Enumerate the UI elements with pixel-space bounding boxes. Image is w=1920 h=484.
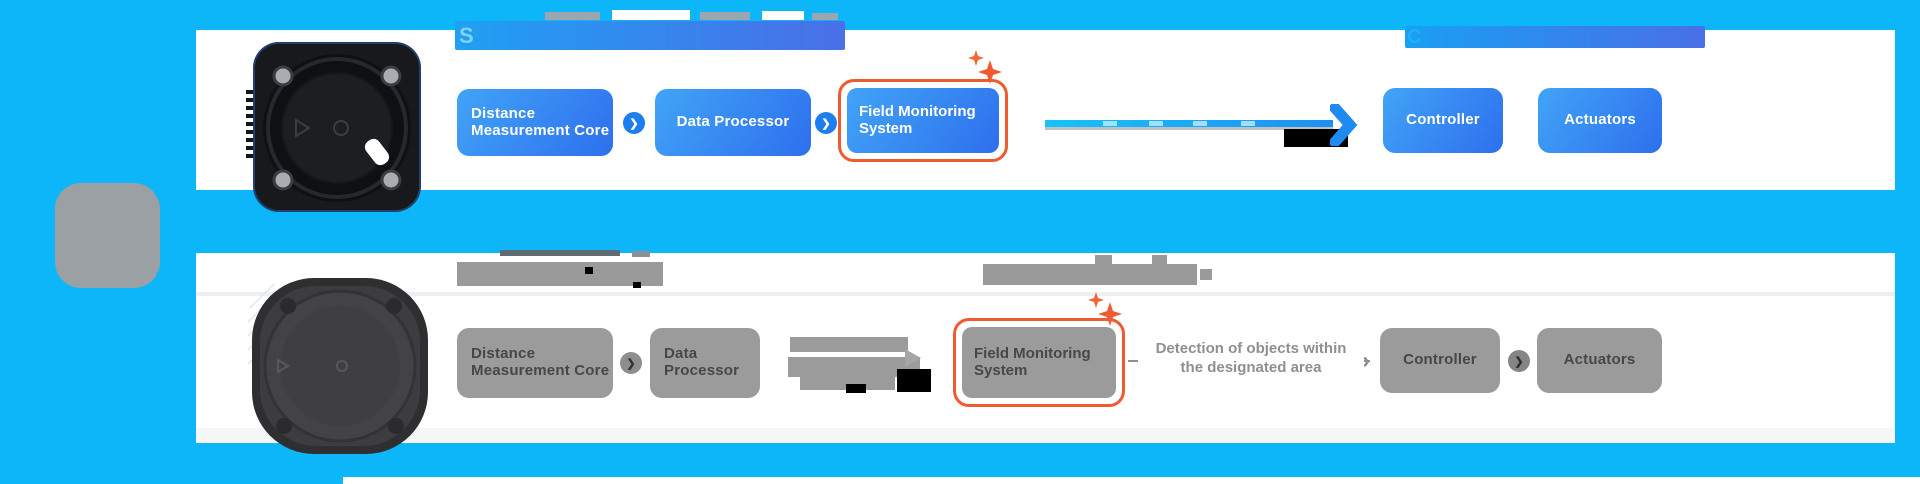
flow-node-actuators-top: Actuators <box>1538 88 1662 153</box>
center-dot <box>336 360 348 372</box>
node-label: Field Monitoring System <box>859 102 976 137</box>
bottom-edge-strip <box>343 477 1920 484</box>
title-fragment: C <box>1407 26 1422 48</box>
lidar-device-photo-bottom <box>247 278 428 454</box>
blurred-arrow-top <box>1045 120 1333 130</box>
title-fragment: S <box>459 23 474 48</box>
chevron-right-icon: ❯ <box>620 352 642 374</box>
blur-artifact <box>545 12 600 20</box>
flow-node-controller-bottom: Controller <box>1380 328 1500 393</box>
blur-artifact <box>632 251 650 257</box>
node-label: Controller <box>1406 111 1480 129</box>
corner-screws <box>276 298 404 434</box>
blur-artifact <box>1095 255 1112 264</box>
flow-node-data-processor-bottom: Data Processor <box>650 328 760 398</box>
blur-artifact <box>812 13 838 20</box>
node-label: Data Processor <box>664 345 740 379</box>
triangle-mark <box>277 358 290 374</box>
heatsink-fins <box>246 90 256 158</box>
bottom-left-title-redacted <box>457 262 663 286</box>
flow-node-field-monitoring-bottom: Field Monitoring System <box>953 318 1125 407</box>
corner-screws <box>272 65 402 191</box>
node-label: Distance Measurement Core <box>471 345 610 379</box>
chevron-right-icon: ❯ <box>1508 350 1530 372</box>
flow-node-field-monitoring-top: Field Monitoring System <box>838 79 1008 162</box>
chevron-right-icon: ❯ <box>623 112 645 134</box>
blur-artifact <box>500 250 620 256</box>
blur-artifact <box>1200 269 1212 280</box>
lidar-device-photo-top <box>246 42 421 212</box>
artifact-cross: ✕ <box>153 185 164 200</box>
arrow-right-icon <box>1330 104 1358 146</box>
node-label: Distance Measurement Core <box>471 104 610 139</box>
blur-artifact <box>612 10 690 20</box>
blur-artifact <box>700 12 750 20</box>
arrowhead-icon: › <box>1362 347 1370 374</box>
flow-node-data-processor-top: Data Processor <box>655 89 811 156</box>
triangle-mark <box>295 118 311 138</box>
node-label: Data Processor <box>676 113 790 131</box>
arrow-label-line2: the designated area <box>1180 358 1322 376</box>
center-dot <box>333 120 349 136</box>
panel-separator-line <box>196 292 1895 296</box>
blurred-label-block <box>788 335 933 395</box>
top-left-title-redacted: S <box>455 21 845 50</box>
panel-footer-strip <box>196 428 1895 443</box>
top-right-title-redacted: C s <box>1405 26 1705 48</box>
bottom-right-title-redacted <box>983 264 1197 285</box>
node-label: Actuators <box>1563 351 1636 369</box>
lens-highlight <box>364 138 390 166</box>
arrow-label-line1: Detection of objects within <box>1155 340 1347 357</box>
chevron-right-icon: ❯ <box>815 112 837 134</box>
blur-artifact <box>762 11 804 20</box>
blurred-badge-blob: ✕ ✕ <box>55 183 166 288</box>
arrow-label: Detection of objects within the designat… <box>1138 340 1364 378</box>
redaction-block <box>633 282 641 288</box>
flow-node-distance-core-top: Distance Measurement Core <box>457 89 613 156</box>
flow-node-distance-core-bottom: Distance Measurement Core <box>457 328 613 398</box>
node-label: Field Monitoring System <box>974 344 1091 379</box>
sparkle-icon <box>968 50 1002 84</box>
flow-node-controller-top: Controller <box>1383 88 1503 153</box>
flow-node-actuators-bottom: Actuators <box>1537 328 1662 393</box>
sparkle-icon <box>1088 292 1122 326</box>
node-label: Actuators <box>1564 111 1636 129</box>
artifact-cross: ✕ <box>155 268 166 283</box>
blur-artifact <box>1152 255 1167 264</box>
redaction-block <box>585 267 593 274</box>
node-label: Controller <box>1403 351 1477 369</box>
